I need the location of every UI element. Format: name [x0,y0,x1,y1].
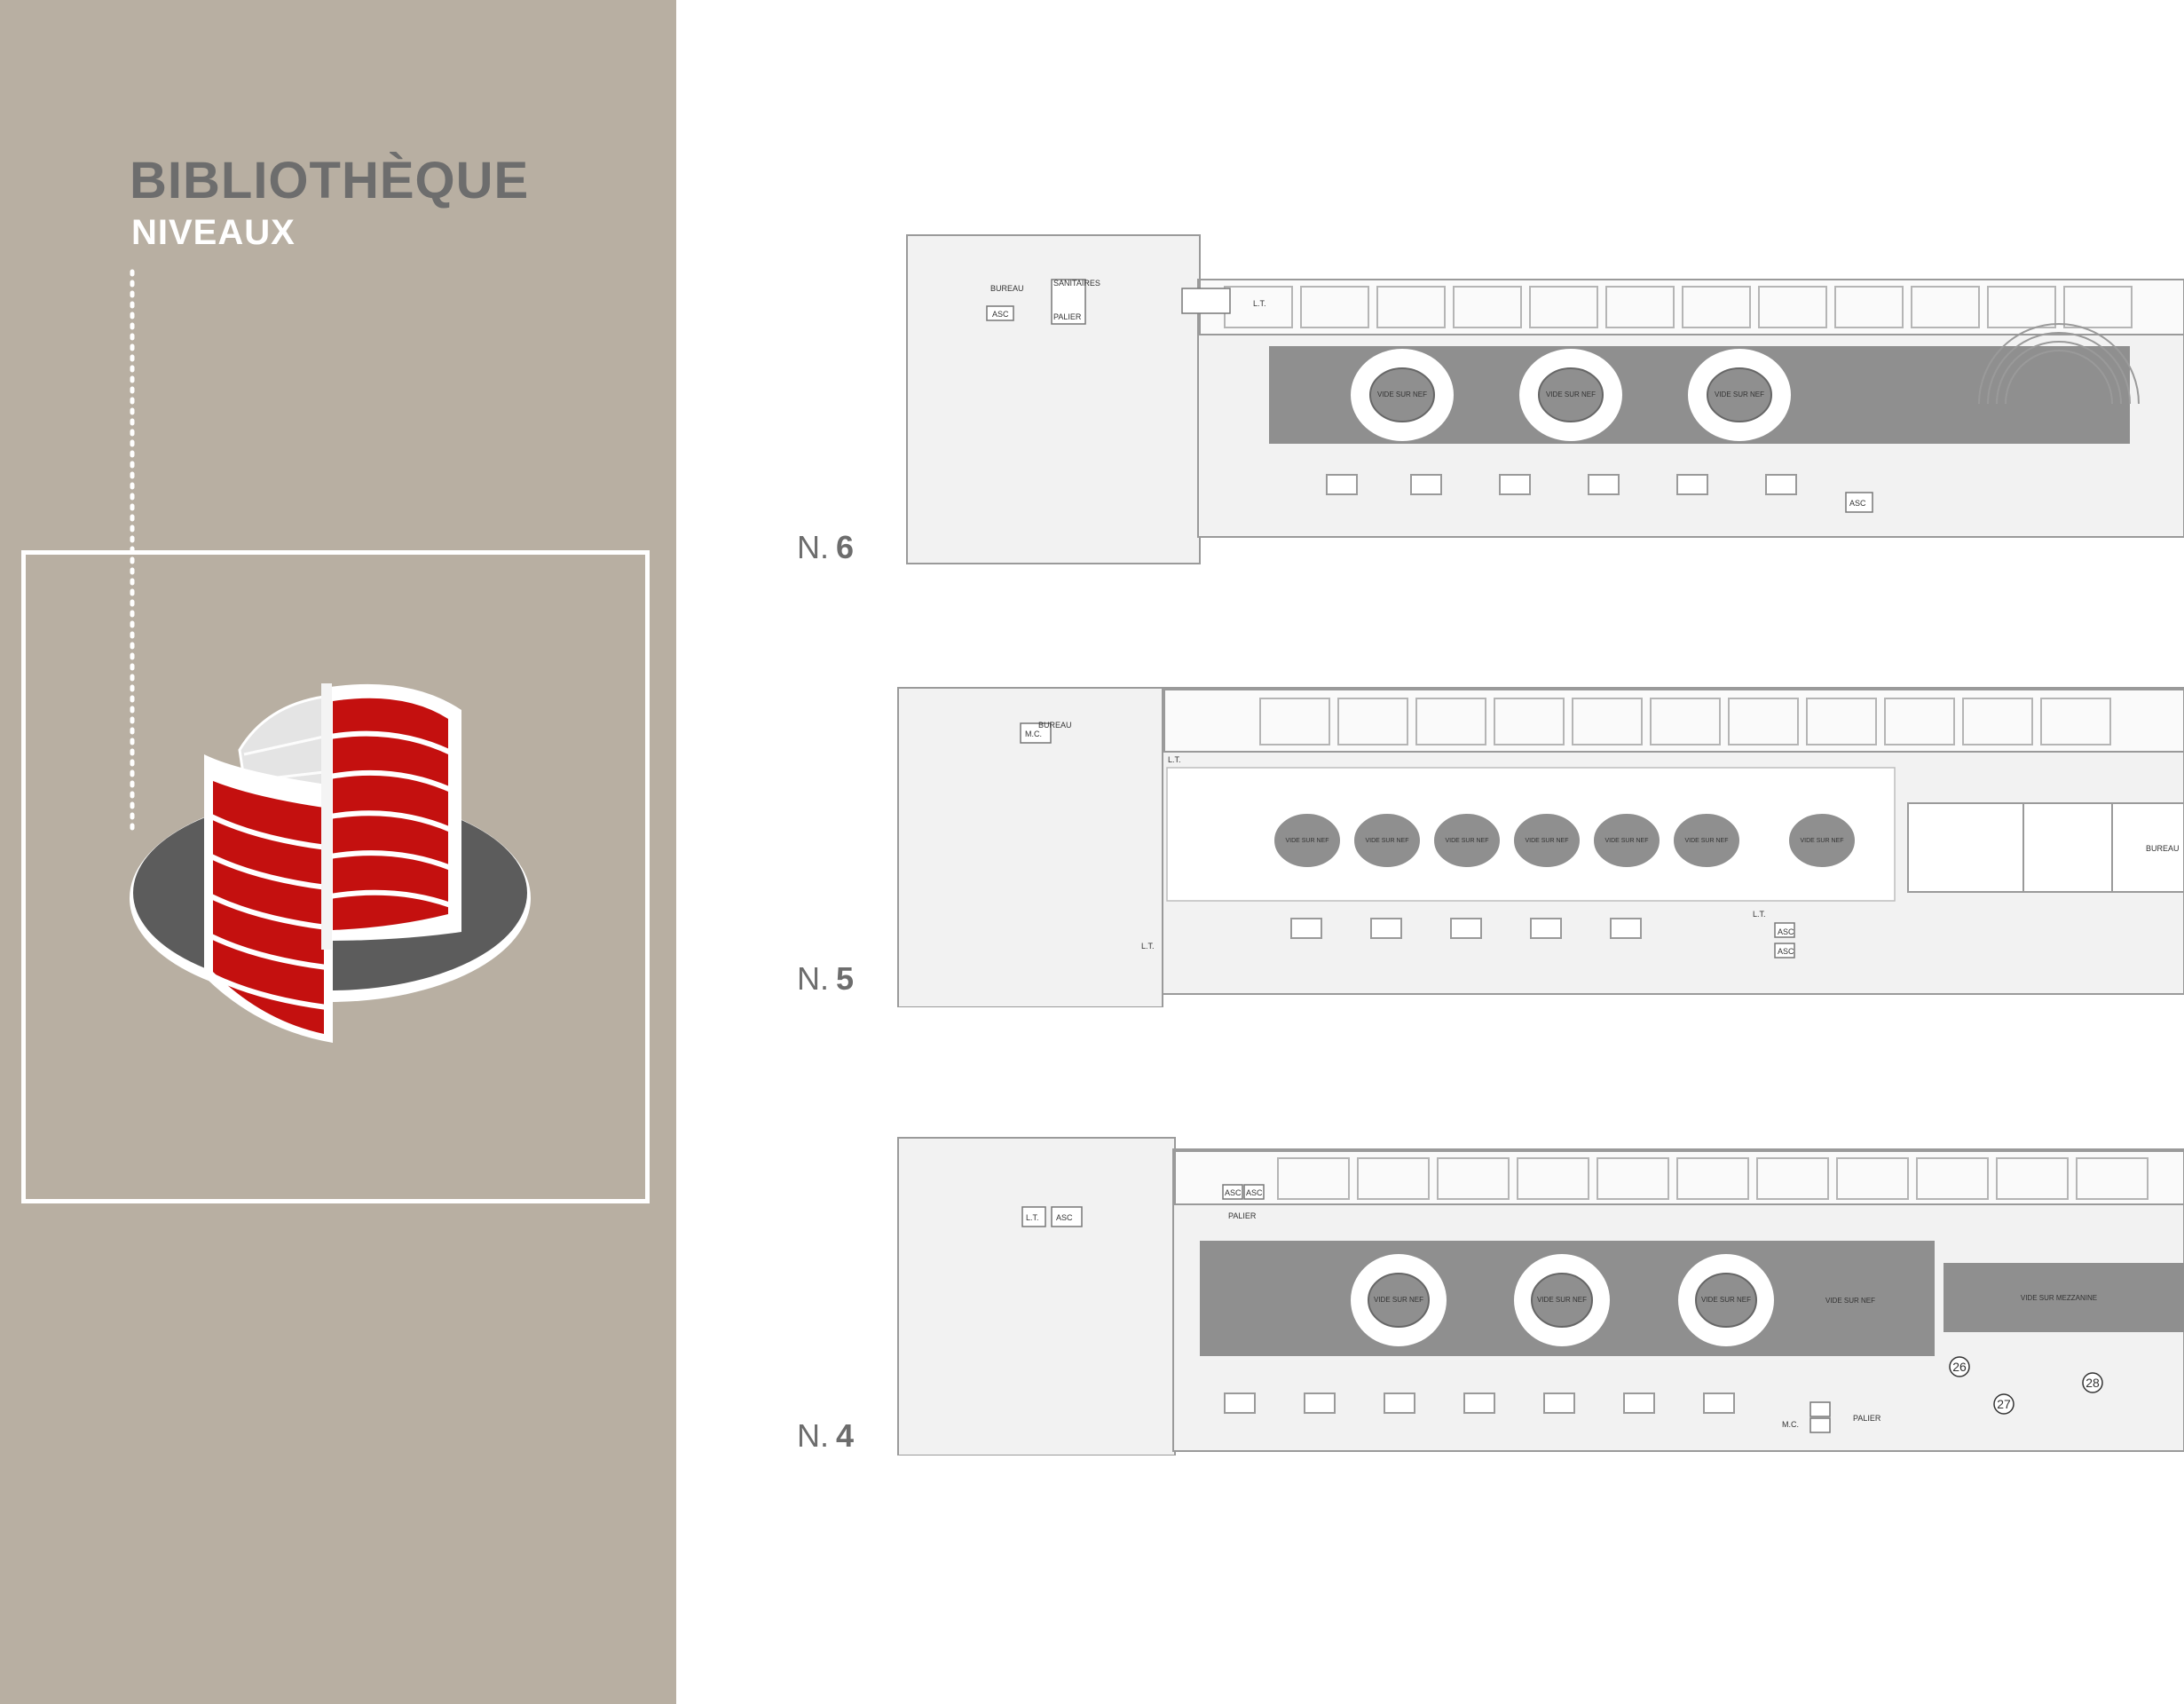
room-label: PALIER [1228,1211,1257,1220]
void-label: VIDE SUR NEF [1825,1297,1875,1305]
floor-plan-level-4: VIDE SUR NEF VIDE SUR NEF VIDE SUR NEF V… [897,1137,2184,1456]
room-label: ASC [992,310,1009,319]
room-label: L.T. [1253,299,1266,308]
room-label: ASC [1225,1188,1242,1197]
void-oculi [1351,349,1791,441]
room-label: PALIER [1853,1414,1881,1423]
room-label: M.C. [1025,730,1042,738]
mezzanine-void [1944,1263,2184,1332]
void-label: VIDE SUR NEF [1546,390,1596,398]
page-subtitle: NIVEAUX [131,213,296,252]
room-label: BUREAU [1038,721,1072,730]
room-number: 26 [1952,1360,1967,1374]
void-label: VIDE SUR NEF [1445,838,1488,844]
room-number: 28 [2085,1376,2100,1390]
focus-frame [21,550,650,1203]
void-label: VIDE SUR NEF [1377,390,1427,398]
shelving-front-arc [204,754,333,1043]
west-wing-block [897,1137,1176,1456]
level-label-5: N.5 [797,960,855,997]
shelving-back-arc [321,683,461,950]
room-label: PALIER [1053,312,1082,321]
void-label: VIDE SUR NEF [1525,838,1568,844]
void-label: VIDE SUR MEZZANINE [2021,1294,2097,1302]
room-label: L.T. [1168,755,1181,764]
reading-tables [1326,474,1797,495]
east-rooms [1907,802,2184,893]
reading-tables [1224,1392,1735,1414]
room-label: BUREAU [2146,844,2180,853]
room-label: SANITAIRES [1053,279,1100,288]
void-label: VIDE SUR NEF [1800,838,1843,844]
void-label: VIDE SUR NEF [1285,838,1329,844]
void-label: VIDE SUR NEF [1374,1296,1423,1304]
room-label: BUREAU [990,284,1024,293]
room-label: L.T. [1026,1213,1039,1222]
room-label: ASC [1778,927,1794,936]
level-label-4: N.4 [797,1417,855,1454]
room-label: ASC [1246,1188,1263,1197]
void-label: VIDE SUR NEF [1365,838,1408,844]
void-label: VIDE SUR NEF [1684,838,1728,844]
floor-plan-level-5: VIDE SUR NEF VIDE SUR NEF VIDE SUR NEF V… [897,687,2184,1007]
room-label: L.T. [1141,942,1155,951]
void-oculi [1351,1254,1774,1346]
west-wing-block [897,687,1163,1007]
lecture-hall [1978,323,2140,405]
void-label: VIDE SUR NEF [1537,1296,1587,1304]
room-label: ASC [1056,1213,1073,1222]
room-number: 27 [1997,1397,2011,1411]
void-label: VIDE SUR NEF [1701,1296,1751,1304]
page-title: BIBLIOTHÈQUE [130,152,530,209]
room-label: L.T. [1753,910,1766,919]
void-label: VIDE SUR NEF [1715,390,1764,398]
room-label: M.C. [1782,1420,1799,1429]
void-label: VIDE SUR NEF [1604,838,1648,844]
sidebar-panel: BIBLIOTHÈQUE NIVEAUX [0,0,676,1704]
room-label: ASC [1778,947,1794,956]
reading-tables [1290,918,1642,939]
void-oculi [1269,809,1860,872]
floor-plan-level-6: VIDE SUR NEF VIDE SUR NEF VIDE SUR NEF B… [906,234,2184,564]
level-label-6: N.6 [797,529,855,565]
spiral-bookshelf-model [130,683,531,1043]
room-label: ASC [1849,499,1866,508]
